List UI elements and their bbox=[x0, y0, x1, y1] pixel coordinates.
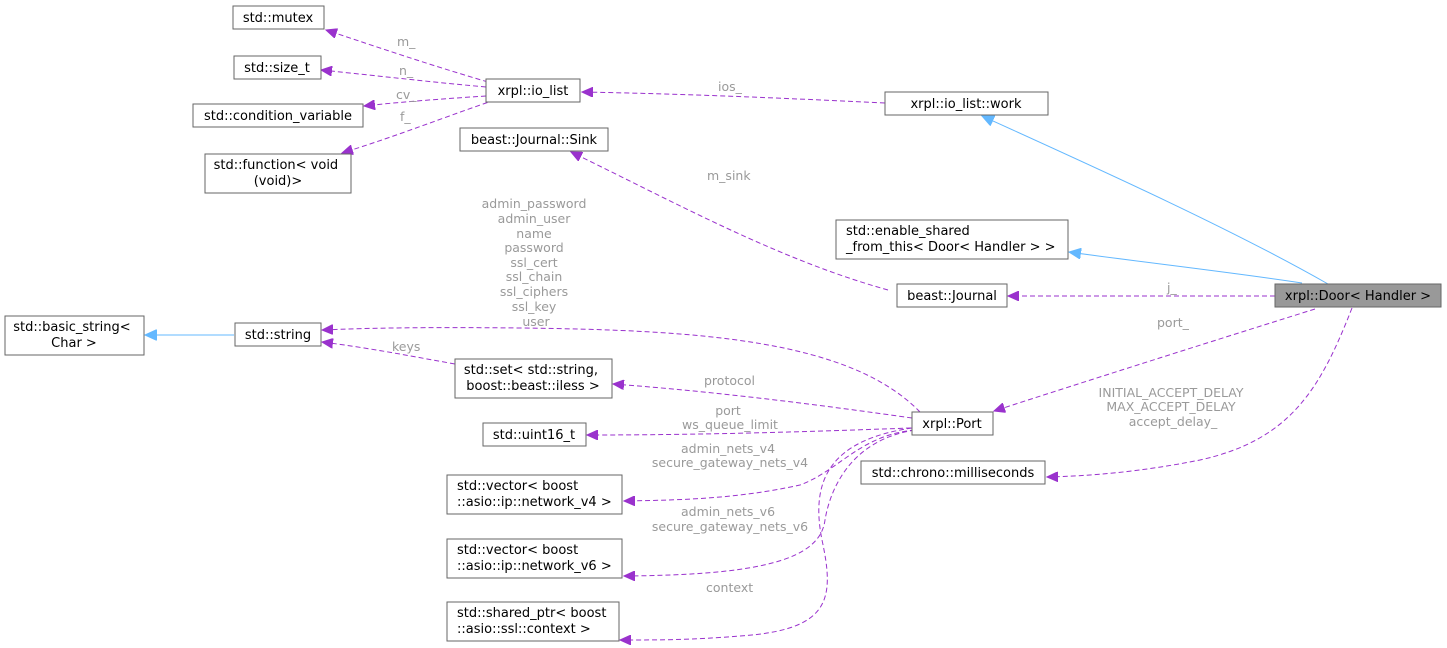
nodes: std::mutex std::size_t std::condition_va… bbox=[4, 5, 1442, 642]
field-initial-accept-delay: INITIAL_ACCEPT_DELAY bbox=[1099, 385, 1244, 400]
field-secure-gateway-nets-v6: secure_gateway_nets_v6 bbox=[652, 519, 808, 534]
field-admin-nets-v4: admin_nets_v4 bbox=[681, 441, 775, 456]
edge-label-cv: cv_ bbox=[396, 87, 417, 102]
node-std-shared-ptr-ssl-context[interactable]: std::shared_ptr< boost ::asio::ssl::cont… bbox=[446, 601, 620, 642]
edge-label-port: port_ bbox=[1157, 315, 1190, 330]
edge-label-string-fields: admin_password admin_user name password … bbox=[482, 196, 591, 329]
node-label: std::uint16_t bbox=[493, 428, 575, 443]
node-xrpl-io-list[interactable]: xrpl::io_list bbox=[485, 78, 581, 103]
field-admin-nets-v6: admin_nets_v6 bbox=[681, 504, 775, 519]
edge-label-v6-fields: admin_nets_v6 secure_gateway_nets_v6 bbox=[652, 504, 808, 534]
node-label: std::vector< boost ::asio::ip::network_v… bbox=[457, 479, 612, 510]
field-admin-user: admin_user bbox=[498, 211, 572, 226]
node-std-enable-shared-from-this[interactable]: std::enable_shared _from_this< Door< Han… bbox=[835, 219, 1069, 260]
edge-label-keys: keys bbox=[392, 339, 420, 354]
field-name: name bbox=[516, 226, 552, 241]
node-std-function[interactable]: std::function< void (void)> bbox=[204, 153, 352, 194]
edge-label-m-sink: m_sink bbox=[707, 168, 751, 183]
node-label: std::size_t bbox=[244, 61, 310, 76]
edge-label-context: context bbox=[706, 580, 753, 595]
edge-work-io-list bbox=[582, 92, 886, 104]
edge-port-uint16 bbox=[587, 427, 912, 435]
field-ssl-key: ssl_key bbox=[512, 299, 557, 314]
node-xrpl-door-handler[interactable]: xrpl::Door< Handler > bbox=[1274, 283, 1442, 308]
field-ws-queue-limit: ws_queue_limit bbox=[682, 417, 778, 432]
node-std-mutex[interactable]: std::mutex bbox=[232, 5, 325, 30]
edge-labels: m_ n_ cv_ f_ ios_ m_sink j_ port_ keys p… bbox=[392, 34, 1248, 595]
node-label: std::set< std::string, boost::beast::ile… bbox=[464, 363, 602, 394]
field-ssl-cert: ssl_cert bbox=[510, 255, 557, 270]
edge-io-list-cv bbox=[364, 95, 487, 106]
node-label: std::string bbox=[245, 328, 311, 343]
field-ssl-chain: ssl_chain bbox=[506, 269, 563, 284]
node-label: std::function< void (void)> bbox=[214, 158, 343, 189]
field-accept-delay: accept_delay_ bbox=[1129, 414, 1218, 429]
field-ssl-ciphers: ssl_ciphers bbox=[500, 284, 568, 299]
node-label: std::vector< boost ::asio::ip::network_v… bbox=[457, 543, 612, 574]
node-xrpl-port[interactable]: xrpl::Port bbox=[911, 411, 994, 436]
node-std-set[interactable]: std::set< std::string, boost::beast::ile… bbox=[454, 358, 613, 399]
edges bbox=[145, 30, 1353, 640]
node-beast-journal[interactable]: beast::Journal bbox=[896, 283, 1008, 308]
node-label: xrpl::io_list::work bbox=[910, 97, 1022, 112]
node-label: std::shared_ptr< boost ::asio::ssl::cont… bbox=[457, 606, 611, 637]
field-max-accept-delay: MAX_ACCEPT_DELAY bbox=[1106, 399, 1236, 414]
node-label: beast::Journal bbox=[907, 289, 997, 304]
node-label: std::enable_shared _from_this< Door< Han… bbox=[845, 224, 1056, 255]
edge-io-list-mutex bbox=[326, 30, 489, 83]
node-std-vector-network-v6[interactable]: std::vector< boost ::asio::ip::network_v… bbox=[446, 538, 623, 579]
edge-port-vector-v6 bbox=[624, 429, 916, 576]
edge-label-delay-fields: INITIAL_ACCEPT_DELAY MAX_ACCEPT_DELAY ac… bbox=[1099, 385, 1248, 429]
edge-label-j: j_ bbox=[1166, 280, 1177, 295]
edge-door-work-inherit bbox=[982, 116, 1329, 285]
edge-label-m: m_ bbox=[397, 34, 416, 49]
node-std-condition-variable[interactable]: std::condition_variable bbox=[192, 103, 364, 128]
node-label: xrpl::Door< Handler > bbox=[1285, 289, 1431, 304]
node-beast-journal-sink[interactable]: beast::Journal::Sink bbox=[459, 127, 609, 152]
edge-label-n: n_ bbox=[399, 63, 414, 78]
edge-io-list-size-t bbox=[321, 70, 487, 88]
field-admin-password: admin_password bbox=[482, 196, 587, 211]
edge-port-vector-v4 bbox=[624, 429, 916, 501]
node-std-string[interactable]: std::string bbox=[234, 322, 322, 347]
node-label: xrpl::Port bbox=[922, 417, 981, 432]
edge-port-shared-ptr bbox=[620, 427, 913, 640]
edge-label-uint16-fields: port ws_queue_limit bbox=[682, 403, 778, 432]
edge-io-list-function bbox=[342, 99, 496, 153]
node-label: std::mutex bbox=[243, 11, 314, 26]
field-port: port bbox=[715, 403, 741, 418]
edge-label-protocol: protocol bbox=[704, 373, 755, 388]
field-secure-gateway-nets-v4: secure_gateway_nets_v4 bbox=[652, 455, 808, 470]
node-std-chrono-milliseconds[interactable]: std::chrono::milliseconds bbox=[860, 460, 1046, 485]
node-std-uint16-t[interactable]: std::uint16_t bbox=[482, 422, 587, 447]
edge-door-milliseconds bbox=[1047, 307, 1353, 477]
edge-journal-sink bbox=[571, 152, 889, 291]
node-std-size-t[interactable]: std::size_t bbox=[233, 55, 322, 80]
node-xrpl-io-list-work[interactable]: xrpl::io_list::work bbox=[884, 91, 1049, 116]
node-std-vector-network-v4[interactable]: std::vector< boost ::asio::ip::network_v… bbox=[446, 474, 623, 515]
edge-door-port bbox=[994, 308, 1316, 411]
node-std-basic-string[interactable]: std::basic_string< Char > bbox=[4, 315, 145, 356]
edge-set-string bbox=[322, 342, 456, 365]
node-label: xrpl::io_list bbox=[498, 84, 569, 99]
edge-label-ios: ios_ bbox=[718, 79, 743, 94]
edge-label-v4-fields: admin_nets_v4 secure_gateway_nets_v4 bbox=[652, 441, 808, 470]
field-user: user bbox=[522, 314, 550, 329]
node-label: std::condition_variable bbox=[204, 109, 352, 124]
edge-port-set bbox=[613, 384, 913, 419]
edge-label-f: f_ bbox=[400, 109, 411, 124]
node-label: std::basic_string< Char > bbox=[13, 320, 134, 351]
node-label: beast::Journal::Sink bbox=[471, 133, 598, 148]
edge-door-enable-shared-inherit bbox=[1069, 252, 1303, 284]
field-password: password bbox=[504, 240, 563, 255]
node-label: std::chrono::milliseconds bbox=[872, 466, 1035, 481]
